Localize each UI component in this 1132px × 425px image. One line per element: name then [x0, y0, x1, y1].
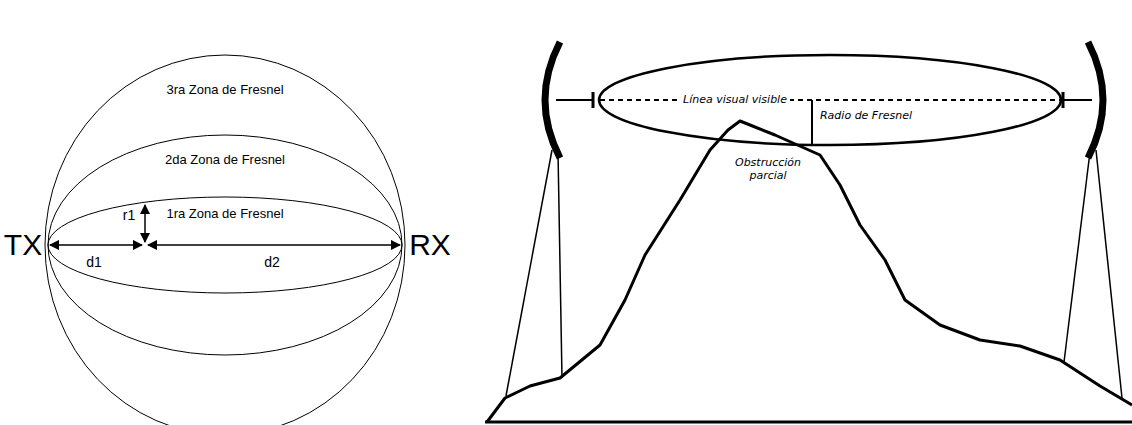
distance-label: d2 — [264, 254, 280, 270]
line-of-sight-label: Línea visual visible — [680, 94, 790, 107]
line-of-sight — [600, 99, 1060, 101]
radius-line — [811, 100, 813, 145]
fresnel-ellipse — [599, 55, 1061, 145]
distance-label: d1 — [86, 254, 102, 270]
zone-label: 1ra Zona de Fresnel — [166, 207, 283, 222]
radius-label: Radio de Fresnel — [820, 110, 912, 123]
receiver-label: RX — [409, 228, 451, 263]
zone-2-outline — [48, 135, 402, 355]
dimension-arrows — [50, 205, 400, 245]
fresnel-zones — [45, 55, 405, 425]
d2-arrow — [148, 244, 400, 246]
right-antenna — [1063, 42, 1122, 398]
obstruction-label: Obstrucción parcial — [727, 157, 809, 182]
r1-arrow — [144, 205, 146, 242]
zone-label: 3ra Zona de Fresnel — [166, 83, 283, 98]
left-antenna — [506, 42, 593, 396]
ground-line — [485, 421, 1132, 424]
zone-1-outline — [48, 197, 402, 293]
transmitter-label: TX — [4, 228, 42, 263]
radius-label: r1 — [123, 207, 135, 223]
mountain-outline — [487, 121, 1132, 422]
zone-label: 2da Zona de Fresnel — [165, 153, 285, 168]
d1-arrow — [50, 244, 142, 246]
zone-3-outline — [45, 55, 405, 425]
